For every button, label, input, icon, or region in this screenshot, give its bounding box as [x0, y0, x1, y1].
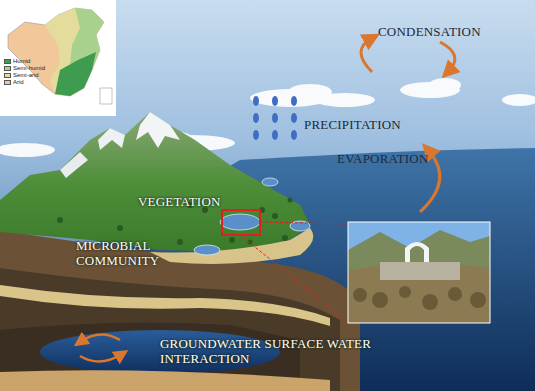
groundwater-cycle-arrow [80, 354, 122, 362]
snow-cap [98, 128, 125, 150]
legend-swatch [4, 80, 11, 85]
beach [150, 228, 313, 264]
process-label: CONDENSATION [378, 24, 508, 39]
highlight-box [222, 210, 260, 235]
legend-text: Semi-humid [13, 65, 45, 72]
leader-line [240, 235, 348, 322]
lakes [194, 178, 310, 255]
process-label: EVAPORATION [337, 151, 447, 166]
map-inset [0, 0, 116, 116]
soil-layer [0, 268, 340, 391]
leader-line [260, 222, 348, 224]
legend-text: Humid [13, 58, 30, 65]
sand-stratum [0, 285, 330, 326]
legend-row: Arid [4, 79, 45, 86]
legend-row: Semi-humid [4, 65, 45, 72]
groundwater-cycle-arrow [80, 334, 120, 342]
legend-text: Semi-arid [13, 72, 39, 79]
condensation-arrow [361, 38, 372, 72]
sand-stratum [0, 370, 330, 391]
photo-inset [348, 222, 490, 323]
rain-drops [253, 96, 297, 140]
snow-cap [60, 152, 88, 178]
snow-cap [136, 112, 180, 148]
process-label: PRECIPITATION [304, 117, 424, 132]
legend-text: Arid [13, 79, 24, 86]
legend-swatch [4, 66, 11, 71]
legend-swatch [4, 73, 11, 78]
legend-row: Humid [4, 58, 45, 65]
region-label: GROUNDWATER SURFACE WATER INTERACTION [160, 336, 395, 366]
legend-swatch [4, 59, 11, 64]
condensation-arrow [440, 42, 455, 72]
mountain [0, 112, 310, 252]
legend-row: Semi-arid [4, 72, 45, 79]
region-label: MICROBIAL COMMUNITY [76, 238, 171, 268]
map-legend: HumidSemi-humidSemi-aridArid [4, 58, 45, 86]
region-label: VEGETATION [138, 194, 238, 209]
